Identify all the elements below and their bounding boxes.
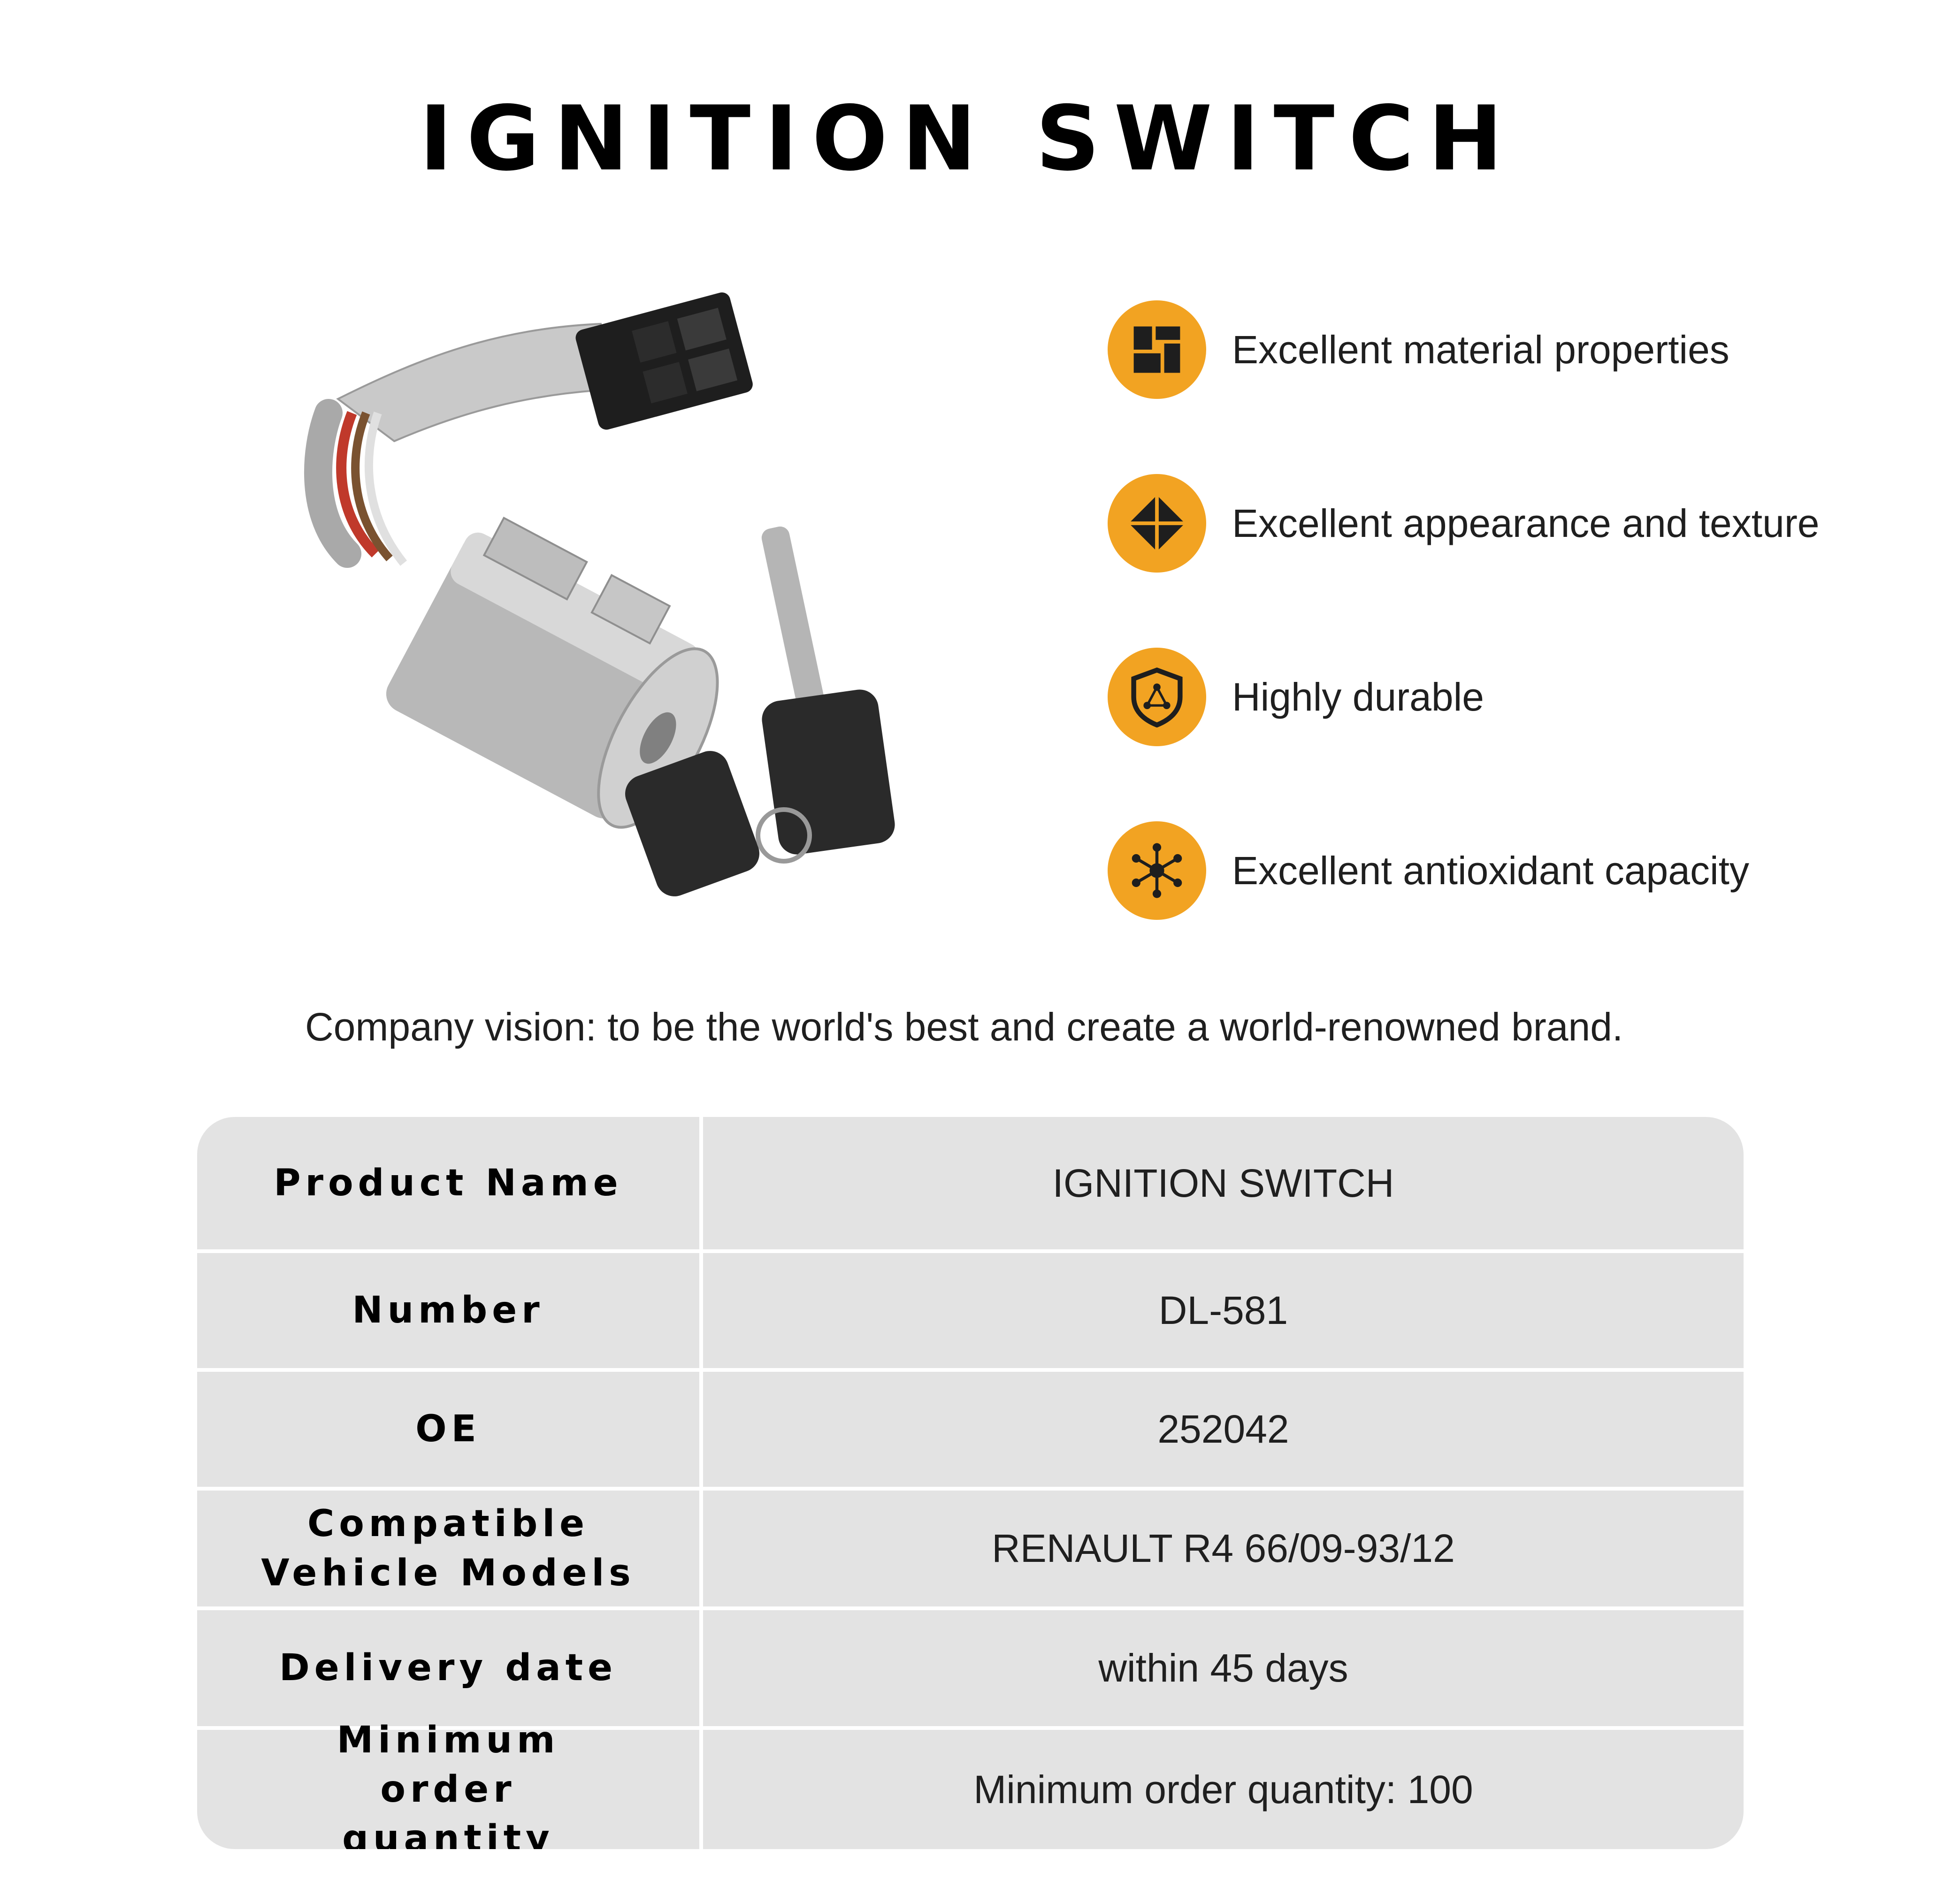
spec-label-number: Number (352, 1289, 544, 1331)
spec-value-compatible-models: RENAULT R4 66/09-93/12 (992, 1526, 1455, 1570)
spec-value-product-name: IGNITION SWITCH (1052, 1161, 1394, 1205)
column-divider (699, 1117, 703, 1849)
feature-label: Excellent material properties (1232, 327, 1729, 372)
spec-label-oe: OE (415, 1408, 481, 1450)
row-divider (197, 1368, 1744, 1372)
feature-item: Excellent material properties (1108, 300, 1905, 399)
table-row: Delivery date within 45 days (197, 1610, 1744, 1726)
ignition-switch-image (304, 292, 895, 896)
table-row: OE 252042 (197, 1372, 1744, 1487)
spec-label-delivery-date: Delivery date (279, 1647, 617, 1689)
table-row: Number DL-581 (197, 1253, 1744, 1368)
spec-value-oe: 252042 (1157, 1407, 1289, 1451)
row-divider (197, 1606, 1744, 1610)
feature-item: Highly durable (1108, 648, 1905, 746)
feature-label: Highly durable (1232, 674, 1484, 719)
company-vision: Company vision: to be the world's best a… (305, 1005, 1623, 1049)
feature-label: Excellent appearance and texture (1232, 501, 1820, 545)
spec-table: Product Name IGNITION SWITCH Number DL-5… (197, 1117, 1744, 1849)
diamond-cross-icon (1108, 474, 1206, 573)
spec-label-compatible-models: Compatible Vehicle Models (261, 1502, 635, 1594)
table-row: Product Name IGNITION SWITCH (197, 1117, 1744, 1249)
row-divider (197, 1726, 1744, 1730)
feature-item: Excellent appearance and texture (1108, 474, 1905, 573)
feature-label: Excellent antioxidant capacity (1232, 848, 1749, 893)
spec-value-number: DL-581 (1158, 1288, 1288, 1332)
row-divider (197, 1249, 1744, 1253)
spec-label-min-order: Minimum order quantity (337, 1719, 560, 1850)
shield-network-icon (1108, 648, 1206, 746)
row-divider (197, 1487, 1744, 1491)
spec-value-delivery-date: within 45 days (1098, 1646, 1348, 1690)
spec-value-min-order: Minimum order quantity: 100 (973, 1767, 1473, 1812)
table-row: Compatible Vehicle Models RENAULT R4 66/… (197, 1491, 1744, 1606)
material-blocks-icon (1108, 300, 1206, 399)
molecule-icon (1108, 821, 1206, 920)
spec-label-product-name: Product Name (274, 1162, 623, 1204)
table-row: Minimum order quantity Minimum order qua… (197, 1719, 1744, 1850)
feature-item: Excellent antioxidant capacity (1108, 821, 1905, 920)
page-title: IGNITION SWITCH (419, 87, 1517, 191)
